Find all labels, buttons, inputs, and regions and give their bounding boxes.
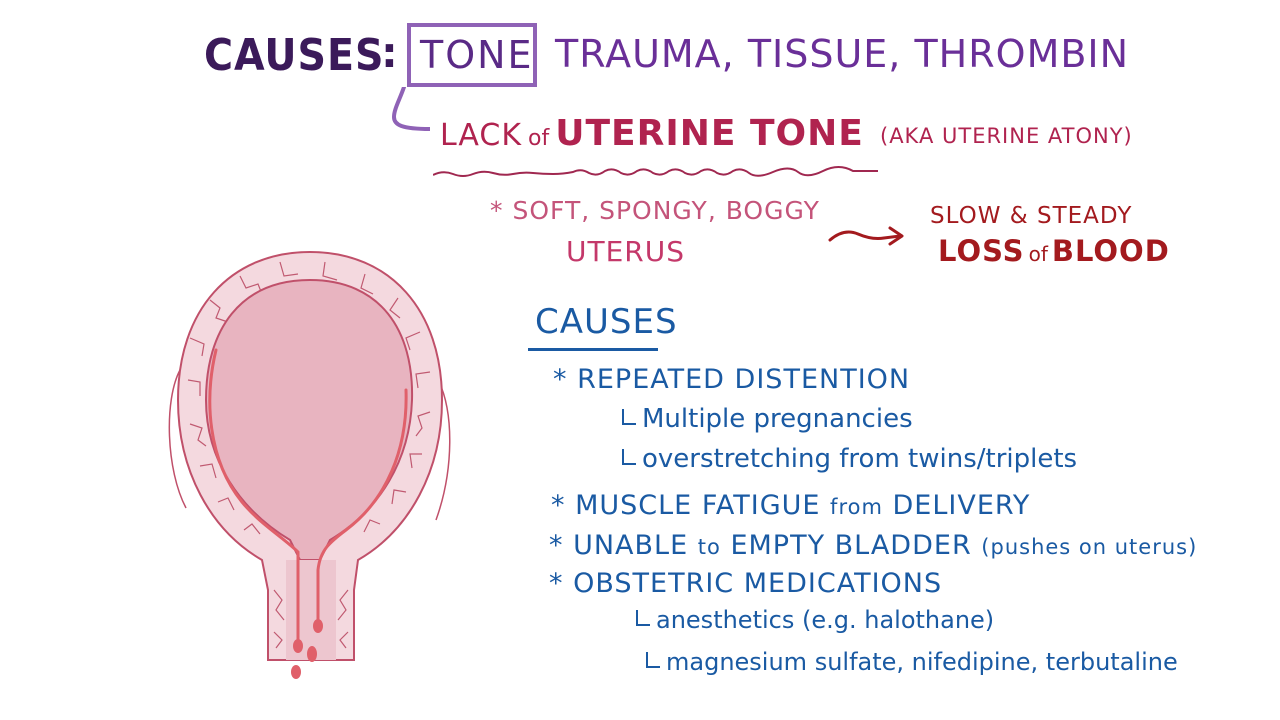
subitem-overstretching: overstretching from twins/triplets xyxy=(622,444,1077,474)
header-other-causes: TRAUMA, TISSUE, THROMBIN xyxy=(555,32,1130,76)
corner-bracket-icon xyxy=(646,652,660,668)
result-line1: SLOW & STEADY xyxy=(930,203,1133,229)
lack-word: LACK xyxy=(440,118,523,153)
uterine-tone-emphasis: UTERINE TONE xyxy=(555,113,864,154)
cause-item-repeated-distention: * REPEATED DISTENTION xyxy=(553,364,911,395)
header-causes-label: CAUSES xyxy=(204,30,385,81)
subitem-multiple-pregnancies: Multiple pregnancies xyxy=(622,404,913,434)
arrow-right-icon xyxy=(828,226,904,246)
corner-bracket-icon xyxy=(636,610,650,626)
subitem-anesthetics: anesthetics (e.g. halothane) xyxy=(636,606,994,634)
of-word: of xyxy=(528,126,550,151)
causes-section-title: CAUSES xyxy=(535,302,678,342)
bullet-star: * xyxy=(490,196,504,225)
corner-bracket-icon xyxy=(622,449,636,465)
subitem-magnesium-sulfate: magnesium sulfate, nifedipine, terbutali… xyxy=(646,648,1178,676)
uterus-illustration xyxy=(168,250,451,679)
wavy-underline xyxy=(433,166,878,177)
header-colon: : xyxy=(381,28,398,77)
cause-item-obstetric-medications: * OBSTETRIC MEDICATIONS xyxy=(549,568,943,599)
symptom-description: * SOFT, SPONGY, BOGGY xyxy=(490,196,820,225)
cause-item-muscle-fatigue: * MUSCLE FATIGUE from DELIVERY xyxy=(551,490,1031,521)
tone-highlight-box xyxy=(407,23,537,87)
tone-connector-line xyxy=(391,87,430,131)
causes-title-underline xyxy=(528,348,658,351)
corner-bracket-icon xyxy=(622,409,636,425)
symptom-subject: UTERUS xyxy=(566,235,686,268)
header-tone: TONE xyxy=(420,33,534,77)
aka-uterine-atony: (AKA UTERINE ATONY) xyxy=(880,124,1133,148)
cause-item-unable-empty-bladder: * UNABLE to EMPTY BLADDER (pushes on ute… xyxy=(549,530,1198,561)
